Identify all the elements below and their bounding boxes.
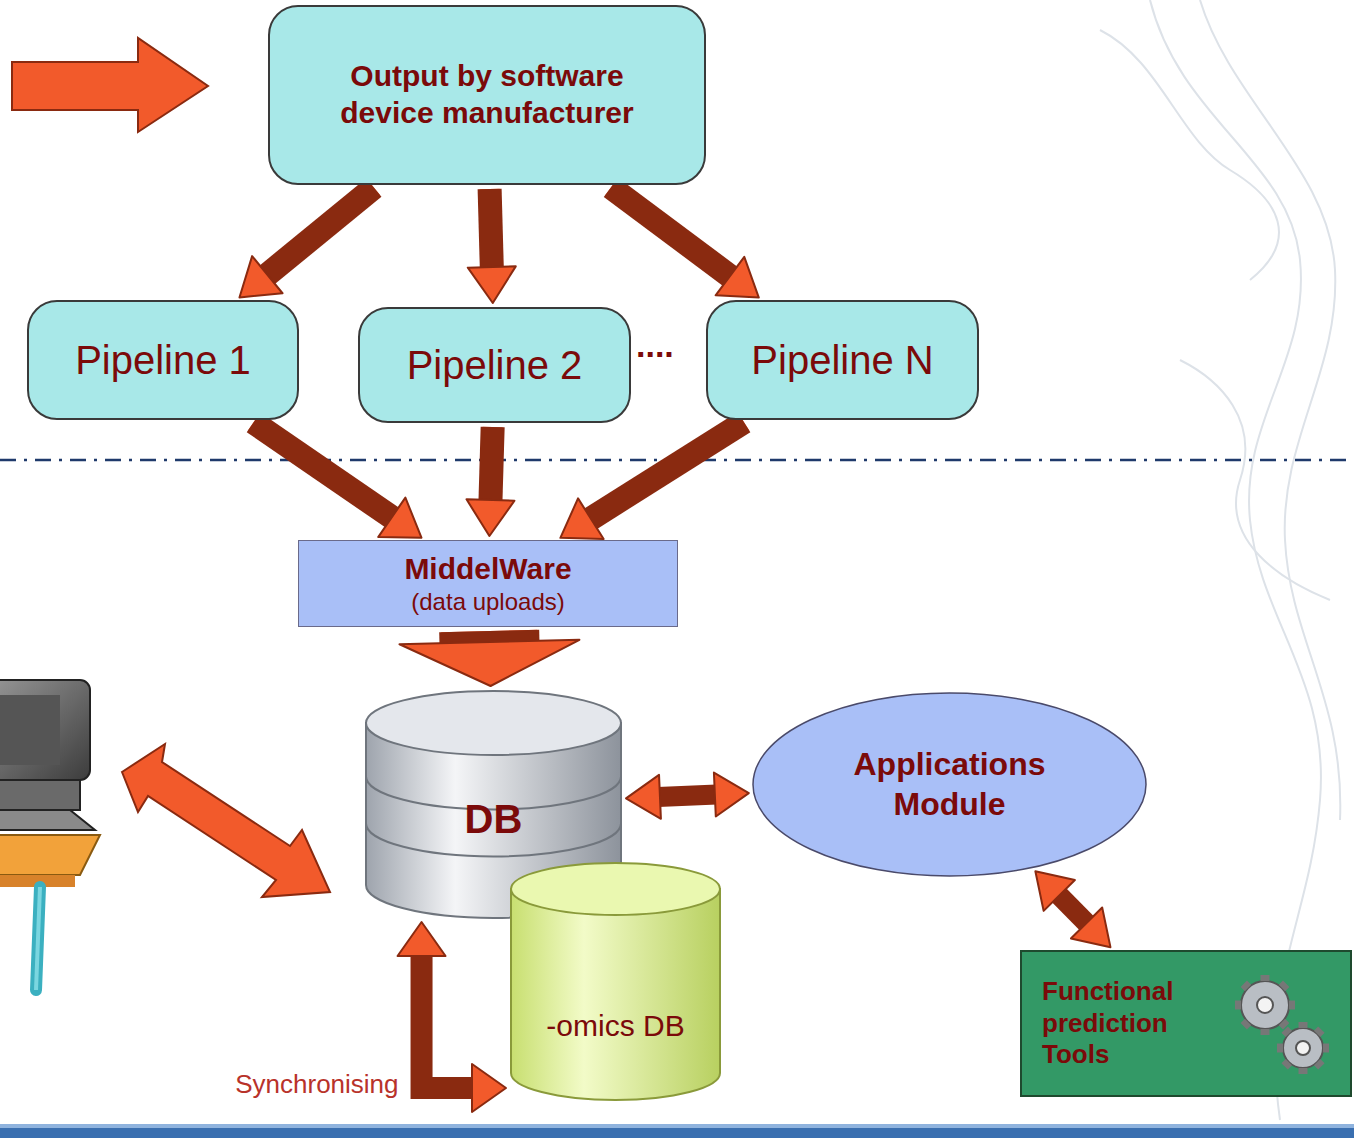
arrow-shaft [490, 189, 492, 269]
input-arrow [0, 0, 260, 160]
node-subtitle: (data uploads) [411, 587, 564, 616]
arrow-head [468, 266, 516, 303]
block-arrow [399, 631, 579, 686]
arrow-head [626, 775, 661, 819]
arrow-head [378, 498, 421, 538]
node-title: Applications Module [815, 745, 1085, 823]
arrow-shaft [611, 187, 732, 277]
pipeline-box: Pipeline N [706, 300, 979, 420]
arrow-shaft [1058, 894, 1088, 924]
arrow-shaft [1058, 894, 1088, 924]
cylinder-outline [510, 862, 721, 1100]
arrow-shaft [611, 187, 732, 277]
arrow-shaft [266, 188, 374, 276]
arrow-head [714, 773, 749, 817]
source-box: Output by software device manufacturer [268, 5, 706, 185]
arrow-head [1071, 908, 1111, 948]
gears-icon [1225, 960, 1345, 1090]
arrow-head [560, 498, 603, 539]
arrow-shaft [490, 427, 492, 502]
arrow-shaft [658, 794, 717, 797]
arrow-shaft [490, 427, 492, 502]
node-title: Pipeline N [751, 336, 933, 385]
block-arrow [239, 188, 373, 298]
arrow-head [1035, 871, 1075, 911]
block-arrow [398, 922, 506, 1112]
arrow-shaft [589, 422, 744, 520]
node-title: Pipeline 1 [75, 336, 251, 385]
pipeline-box: Pipeline 2 [358, 307, 631, 423]
block-arrow [560, 422, 744, 539]
block-arrow [466, 427, 514, 536]
block-arrow [1035, 871, 1110, 947]
pipeline-box: Pipeline 1 [27, 300, 299, 420]
node-title: DB [465, 795, 523, 844]
ellipse-outline [752, 692, 1147, 877]
arrow-shaft [266, 188, 374, 276]
edge-label: Synchronising [235, 1069, 398, 1100]
arrow-shaft [254, 422, 394, 518]
computer-icon [0, 660, 130, 1020]
arrow-shaft [422, 954, 474, 1088]
block-arrow [254, 422, 422, 537]
node-title: Output by software device manufacturer [315, 58, 660, 131]
arrow-shaft [254, 422, 394, 518]
block-arrow [626, 773, 749, 819]
arrow-head [466, 499, 514, 536]
node-title: Pipeline 2 [407, 341, 583, 390]
arrow-head [239, 256, 282, 297]
ellipsis-label: .... [636, 326, 674, 365]
arrow-shaft [658, 794, 717, 797]
node-title: -omics DB [546, 1008, 684, 1045]
arrow-shaft [422, 954, 474, 1088]
omics-cylinder: -omics DB [510, 862, 721, 1100]
middleware-box: MiddelWare(data uploads) [298, 540, 678, 627]
node-title: MiddelWare [404, 551, 571, 588]
arrow-shaft [490, 189, 492, 269]
node-title: Functional prediction Tools [1042, 976, 1222, 1071]
arrow-head [716, 257, 759, 298]
arrow-head [472, 1064, 506, 1112]
arrow-shaft [589, 422, 744, 520]
block-arrow [611, 187, 759, 297]
applications-ellipse: Applications Module [752, 692, 1147, 877]
arrow-head [398, 922, 446, 956]
arrow-head [399, 640, 579, 686]
block-arrow [468, 189, 516, 303]
